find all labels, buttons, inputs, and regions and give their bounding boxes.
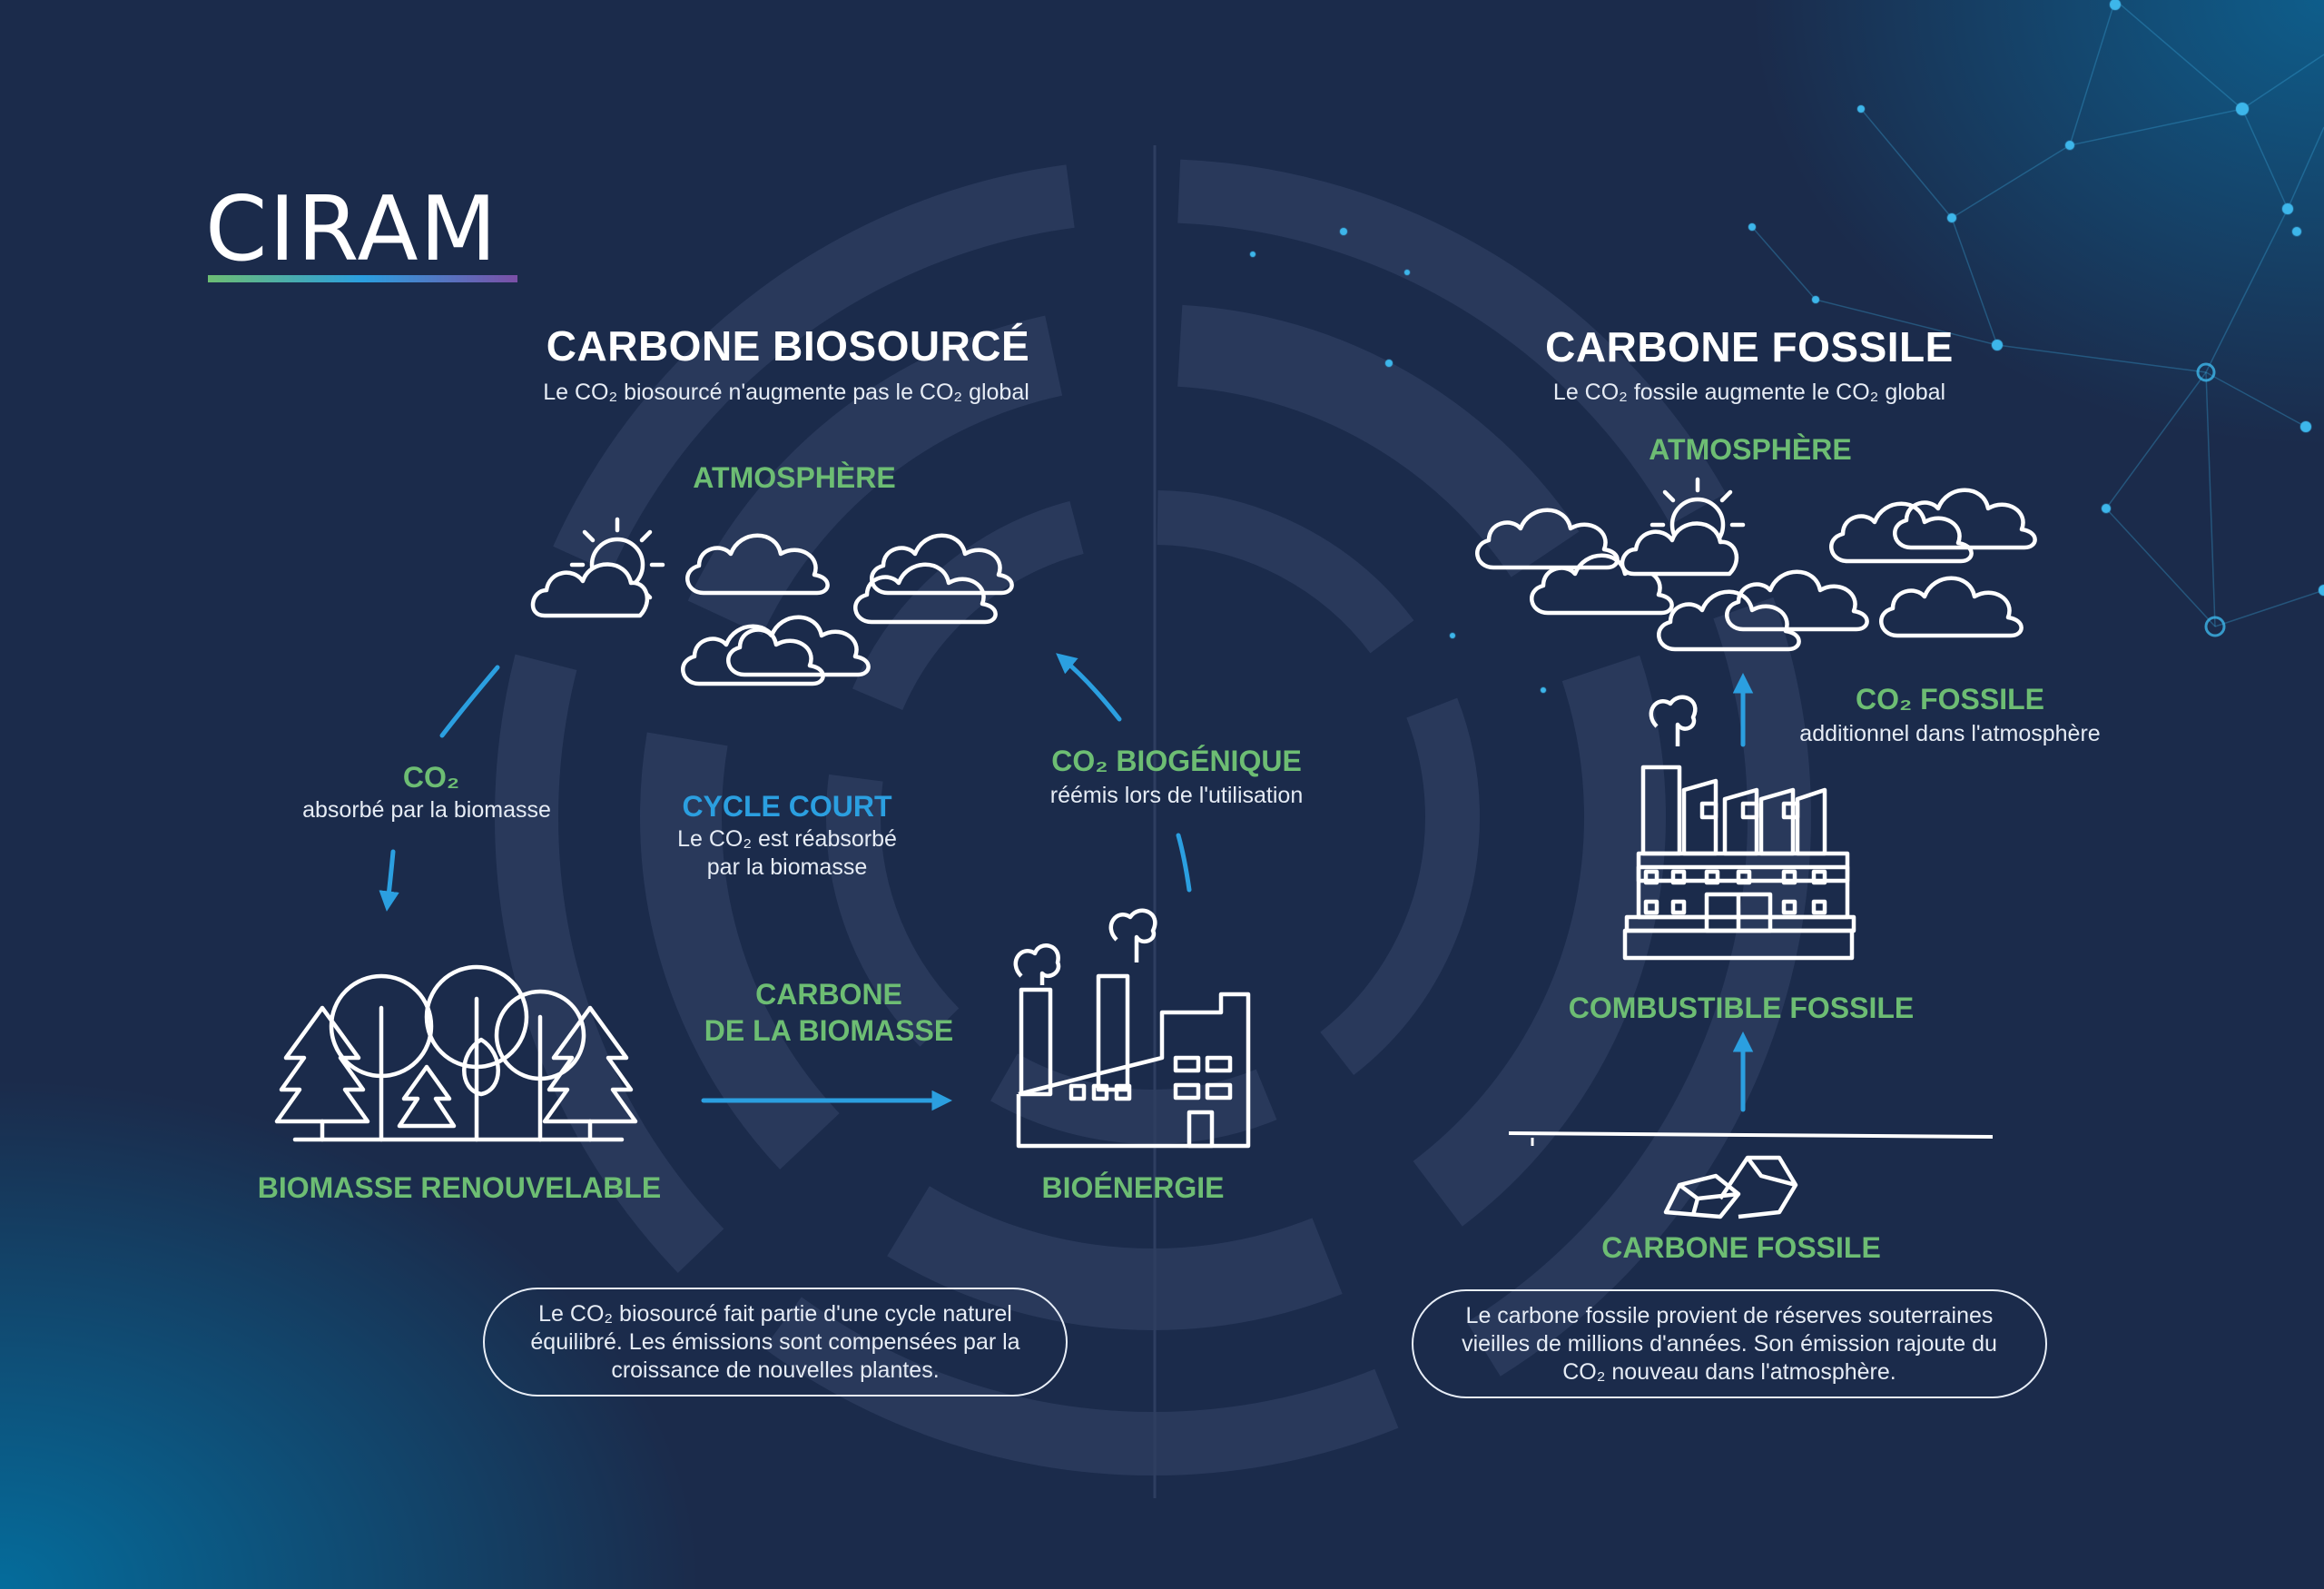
biomass-label: BIOMASSE RENOUVELABLE — [257, 1171, 662, 1204]
biosource-note-line3: croissance de nouvelles plantes. — [611, 1357, 940, 1383]
biosource-note: Le CO₂ biosourcé fait partie d'une cycle… — [483, 1288, 1068, 1397]
ciram-logo: CIRAM — [205, 178, 499, 281]
logo-underline — [208, 275, 517, 282]
cloud-icon — [1831, 504, 1971, 561]
fossil-co2-label: CO₂ FOSSILE — [1855, 683, 2045, 716]
biomass-carbon-line2: DE LA BIOMASSE — [704, 1014, 954, 1047]
biogenic-label: CO₂ BIOGÉNIQUE — [1051, 745, 1302, 777]
cloud-icon — [687, 536, 827, 593]
biosource-title: CARBONE BIOSOURCÉ — [546, 322, 1030, 370]
bioenergy-factory-icon — [1013, 908, 1251, 1149]
biogenic-desc: réémis lors de l'utilisation — [1049, 783, 1304, 808]
biosource-co2-desc: absorbé par la biomasse — [302, 797, 551, 823]
ground-line — [1508, 1131, 1994, 1139]
arrow-icon — [439, 665, 500, 738]
sun-cloud-icon — [1620, 479, 1743, 577]
cloud-icon — [872, 536, 1011, 593]
sun-cloud-icon — [530, 519, 663, 618]
fossil-note-line3: CO₂ nouveau dans l'atmosphère. — [1562, 1358, 1896, 1385]
fossil-note-line1: Le carbone fossile provient de réserves … — [1465, 1302, 1994, 1328]
bioenergy-label: BIOÉNERGIE — [1041, 1171, 1225, 1204]
fossil-subtitle: Le CO₂ fossile augmente le CO₂ global — [1552, 380, 1946, 405]
cloud-icon — [1895, 490, 2034, 548]
arrow-icon — [1056, 653, 1122, 722]
network-decoration — [1249, 0, 2324, 694]
fossil-title: CARBONE FOSSILE — [1545, 323, 1954, 370]
cycle-title: CYCLE COURT — [682, 790, 892, 823]
cycle-desc-line2: par la biomasse — [706, 854, 868, 880]
fossil-fuel-label: COMBUSTIBLE FOSSILE — [1568, 992, 1915, 1024]
fossil-note-line2: vieilles de millions d'années. Son émiss… — [1462, 1330, 1997, 1357]
biosource-note-line2: équilibré. Les émissions sont compensées… — [530, 1328, 1020, 1355]
arrow-icon — [379, 849, 399, 912]
biosource-subtitle: Le CO₂ biosourcé n'augmente pas le CO₂ g… — [543, 380, 1029, 405]
fossil-co2-desc: additionnel dans l'atmosphère — [1799, 721, 2101, 746]
fossil-factory-icon — [1622, 695, 1856, 961]
arrow-icon — [1176, 833, 1192, 893]
fossil-atmosphere-label: ATMOSPHÈRE — [1649, 433, 1852, 466]
biosource-note-line1: Le CO₂ biosourcé fait partie d'une cycle… — [538, 1300, 1012, 1327]
biosource-atmosphere-label: ATMOSPHÈRE — [693, 461, 896, 494]
forest-icon — [274, 964, 638, 1142]
fossil-note: Le carbone fossile provient de réserves … — [1412, 1289, 2047, 1398]
biosource-co2-label: CO₂ — [402, 761, 460, 794]
cloud-icon — [1477, 510, 1617, 568]
cloud-icon — [1881, 578, 2021, 636]
coal-icon — [1663, 1155, 1798, 1219]
cycle-desc-line1: Le CO₂ est réabsorbé — [677, 826, 897, 852]
biomass-carbon-line1: CARBONE — [755, 978, 902, 1011]
fossil-carbon-label: CARBONE FOSSILE — [1601, 1231, 1881, 1264]
